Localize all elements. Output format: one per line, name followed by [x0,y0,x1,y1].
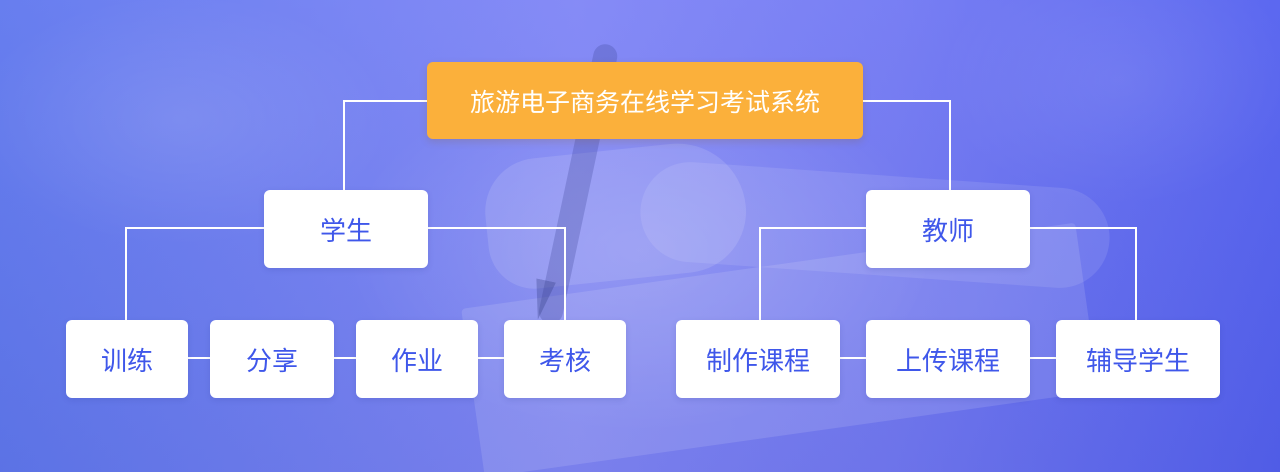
course-creation-node: 制作课程 [676,320,840,398]
assessment-node: 考核 [504,320,626,398]
student-guidance-node: 辅导学生 [1056,320,1220,398]
system-title-node: 旅游电子商务在线学习考试系统 [427,62,863,139]
student-node: 学生 [264,190,428,268]
homework-node: 作业 [356,320,478,398]
training-node: 训练 [66,320,188,398]
teacher-node: 教师 [866,190,1030,268]
share-node: 分享 [210,320,334,398]
course-upload-node: 上传课程 [866,320,1030,398]
